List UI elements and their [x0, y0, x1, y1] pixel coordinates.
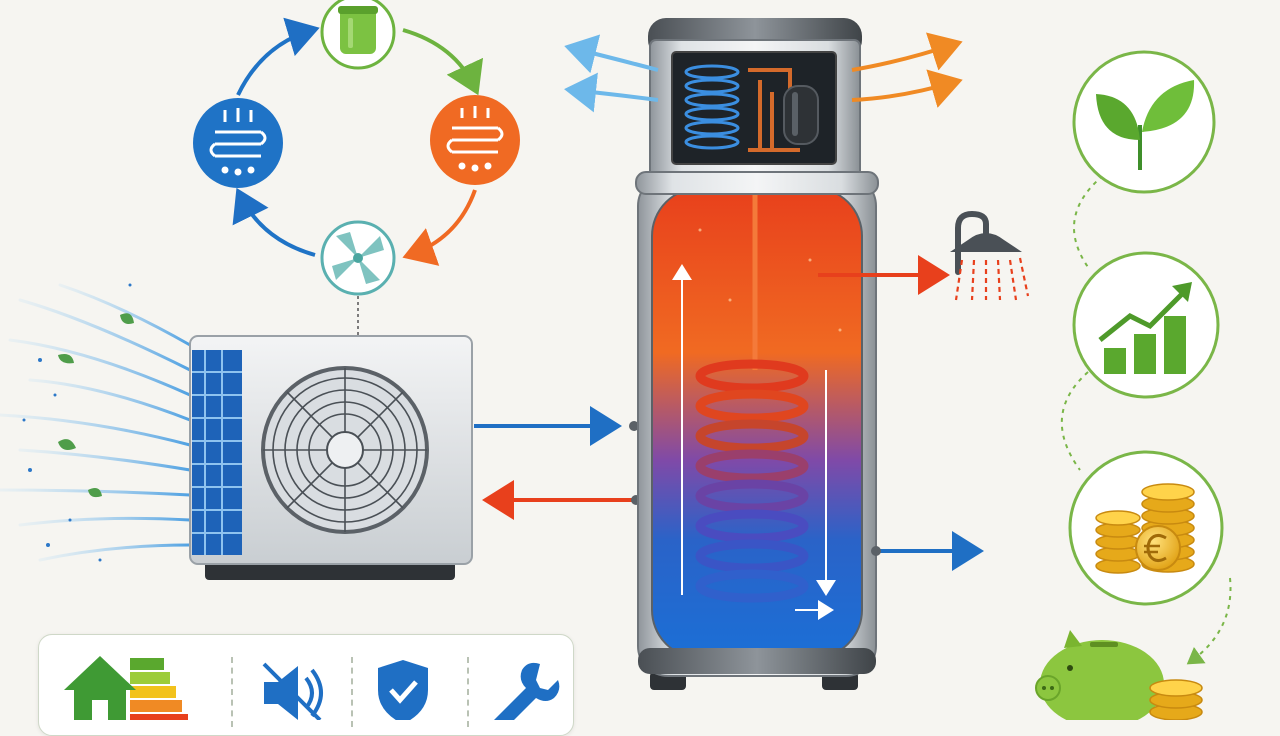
feature-divider	[467, 657, 469, 727]
compressor-icon	[338, 6, 378, 54]
air-intake-arrows	[564, 34, 659, 113]
fan-grille	[261, 366, 429, 534]
condenser-node	[430, 95, 520, 185]
compressor-node	[320, 0, 396, 70]
feature-divider	[231, 657, 233, 727]
piggy-bank-icon	[1035, 630, 1203, 720]
cycle-arrow-bottom-left	[232, 187, 316, 257]
expansion-valve-icon	[332, 232, 384, 284]
benefits-connector	[1073, 169, 1111, 271]
condenser-icon	[446, 106, 504, 172]
benefits-column	[1035, 50, 1232, 720]
compressor-module-icon	[671, 51, 837, 165]
airflow-leaves	[58, 313, 134, 498]
feature-divider	[351, 657, 353, 727]
benefits-connector	[1060, 371, 1089, 471]
shower-icon	[950, 210, 1030, 301]
evaporator-icon	[209, 108, 267, 176]
evaporator-node	[193, 98, 283, 188]
rising-chart-icon	[1098, 282, 1192, 374]
benefit-savings	[1068, 450, 1224, 606]
euro-coins-icon	[1095, 483, 1195, 574]
expansion-valve-node	[320, 220, 396, 296]
cycle-arrow-bottom-right	[402, 189, 477, 266]
airflow-particles	[22, 283, 132, 562]
outdoor-fan-unit-icon	[189, 335, 473, 580]
coil-grille	[192, 350, 242, 555]
benefit-eco	[1072, 50, 1216, 194]
leaf-icon	[58, 354, 74, 364]
cycle-arrow-top-left	[236, 17, 320, 96]
feature-bar	[38, 634, 574, 736]
heat-pump-illustration	[0, 0, 1232, 720]
leaf-icon	[1096, 80, 1195, 170]
airflow-streams	[0, 283, 192, 562]
refrigerant-cycle	[193, 0, 520, 336]
air-exhaust-arrows	[851, 32, 963, 108]
heating-coil-icon	[695, 359, 809, 603]
benefit-efficiency	[1072, 251, 1220, 399]
leaf-icon	[88, 488, 102, 498]
benefits-connector	[1186, 577, 1232, 665]
leaf-icon	[58, 439, 76, 450]
hot-water-cylinder-icon	[635, 18, 879, 690]
cycle-arrow-top-right	[402, 28, 483, 96]
leaf-icon	[120, 313, 134, 324]
